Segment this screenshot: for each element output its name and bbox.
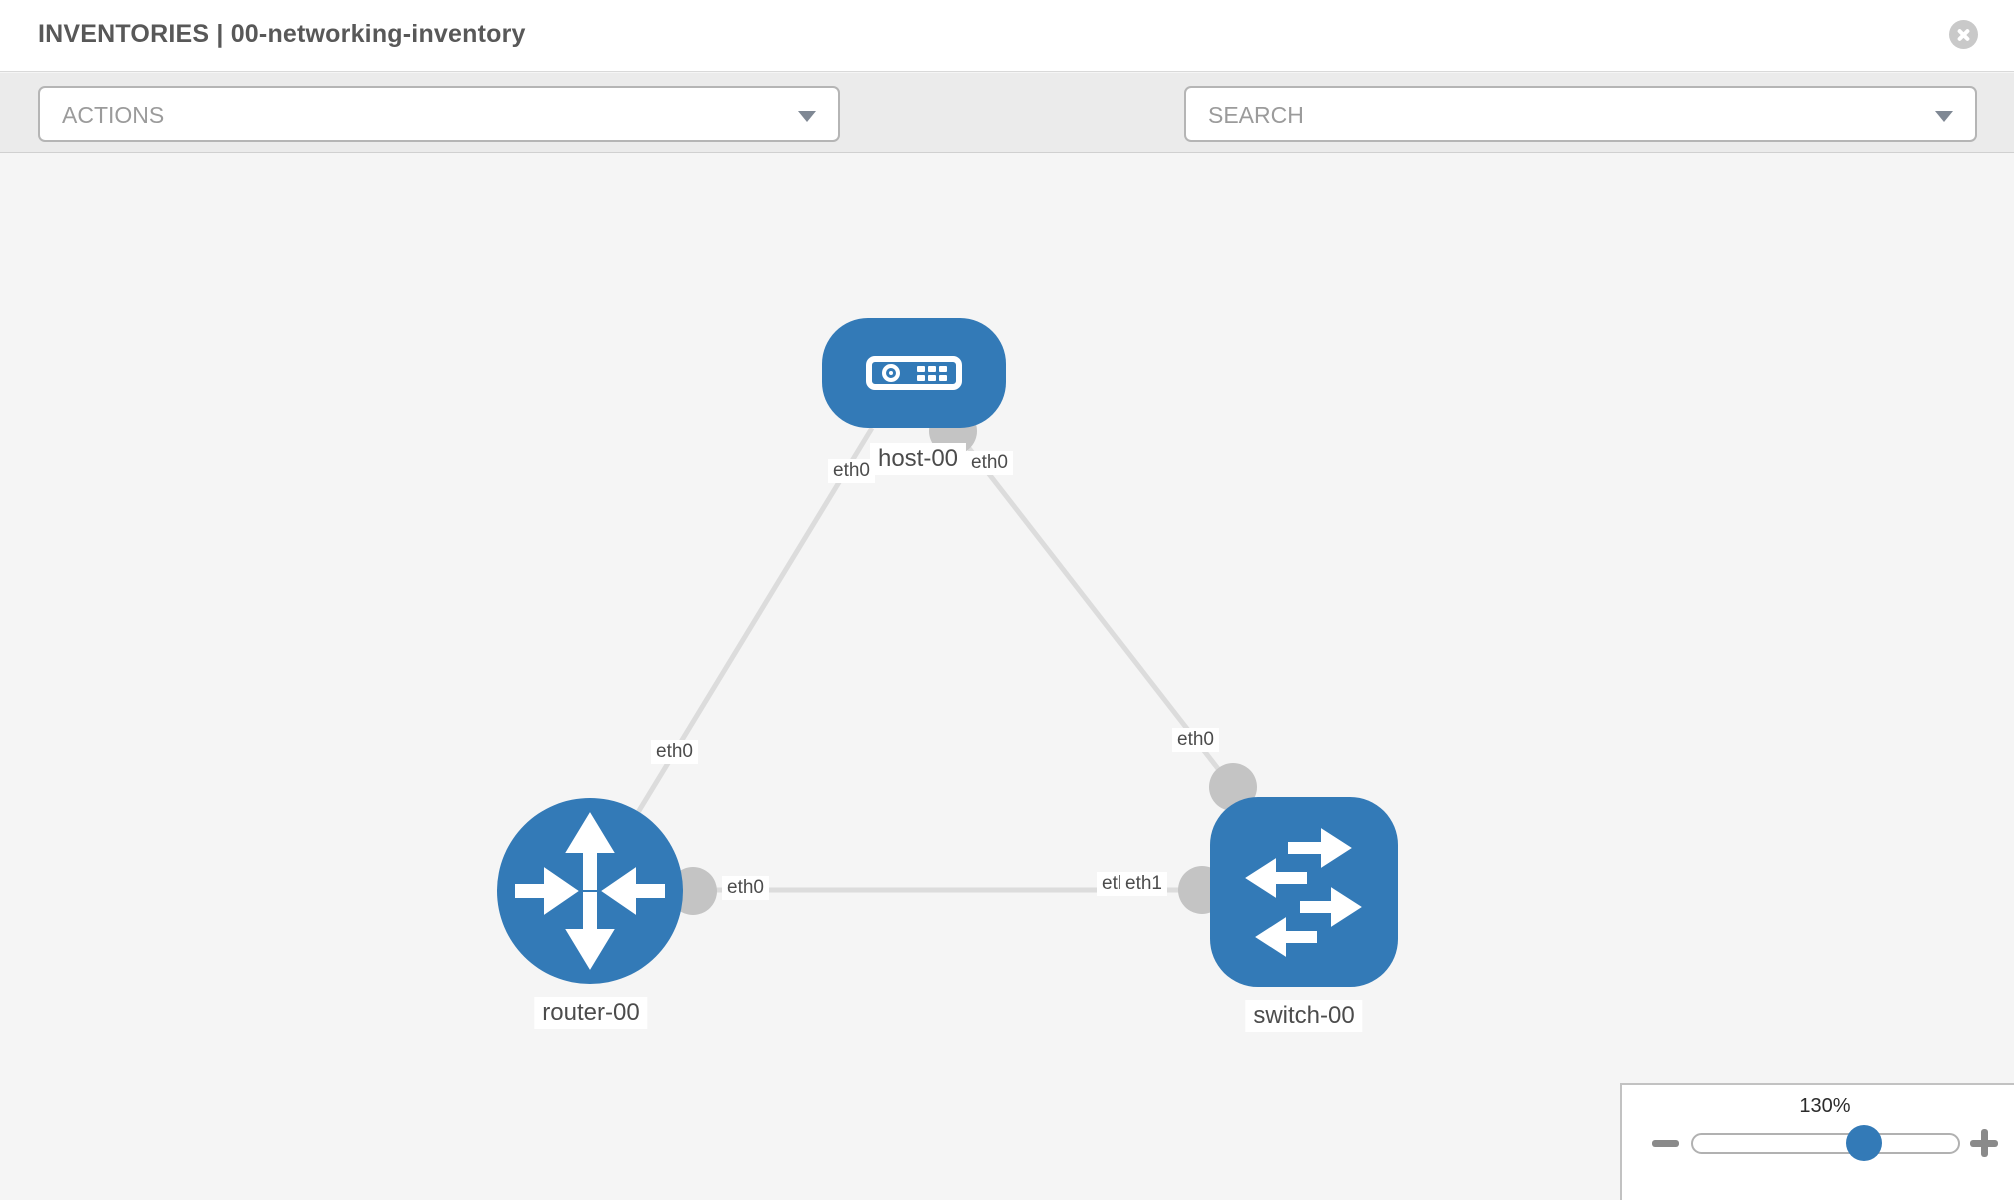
node-label-router: router-00	[534, 997, 648, 1029]
header: INVENTORIES | 00-networking-inventory	[0, 0, 2014, 72]
page-title: INVENTORIES | 00-networking-inventory	[38, 20, 526, 48]
search-dropdown[interactable]: SEARCH	[1184, 86, 1977, 142]
zoom-slider-track[interactable]	[1691, 1133, 1960, 1154]
topology-links	[589, 423, 1240, 893]
topology-canvas[interactable]: host-00 router-00 switch-00 eth0 eth0 et…	[0, 154, 2014, 1200]
node-switch-00[interactable]	[1210, 797, 1398, 987]
zoom-out-icon[interactable]	[1652, 1140, 1679, 1147]
router-icon	[515, 812, 665, 970]
interface-label: eth1	[1120, 872, 1167, 896]
node-label-host: host-00	[869, 443, 967, 475]
interface-label: eth0	[651, 740, 698, 764]
close-icon[interactable]	[1949, 20, 1978, 49]
zoom-level: 130%	[1799, 1095, 1851, 1117]
node-label-switch: switch-00	[1245, 1000, 1363, 1032]
interface-label: eth0	[966, 451, 1013, 475]
actions-dropdown-label: ACTIONS	[62, 102, 165, 128]
chevron-down-icon	[798, 111, 816, 122]
zoom-panel: 130%	[1620, 1083, 2014, 1200]
switch-icon	[1245, 828, 1362, 957]
actions-dropdown[interactable]: ACTIONS	[38, 86, 840, 142]
link-host-switch	[949, 423, 1235, 790]
search-placeholder: SEARCH	[1208, 102, 1304, 128]
zoom-slider-thumb[interactable]	[1846, 1125, 1882, 1161]
node-host-00[interactable]	[822, 318, 1006, 428]
chevron-down-icon	[1935, 111, 1953, 122]
interface-label: eth0	[1172, 728, 1219, 752]
host-icon	[866, 356, 962, 390]
toolbar: ACTIONS SEARCH	[0, 73, 2014, 206]
interface-label: eth0	[722, 876, 769, 900]
node-router-00[interactable]	[497, 798, 683, 984]
zoom-in-icon[interactable]	[1970, 1129, 1998, 1157]
interface-label: eth0	[828, 459, 875, 483]
